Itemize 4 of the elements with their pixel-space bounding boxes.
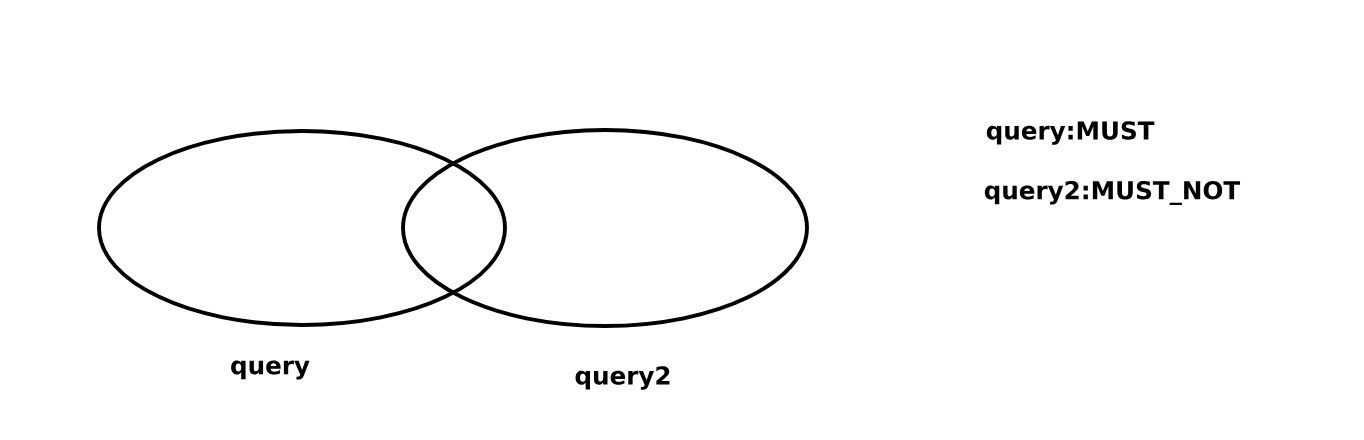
set-label: query xyxy=(231,360,310,380)
note-text: query:MUST xyxy=(986,121,1155,145)
note-text: query2:MUST_NOT xyxy=(984,180,1241,205)
set-label: query2 xyxy=(575,366,670,390)
